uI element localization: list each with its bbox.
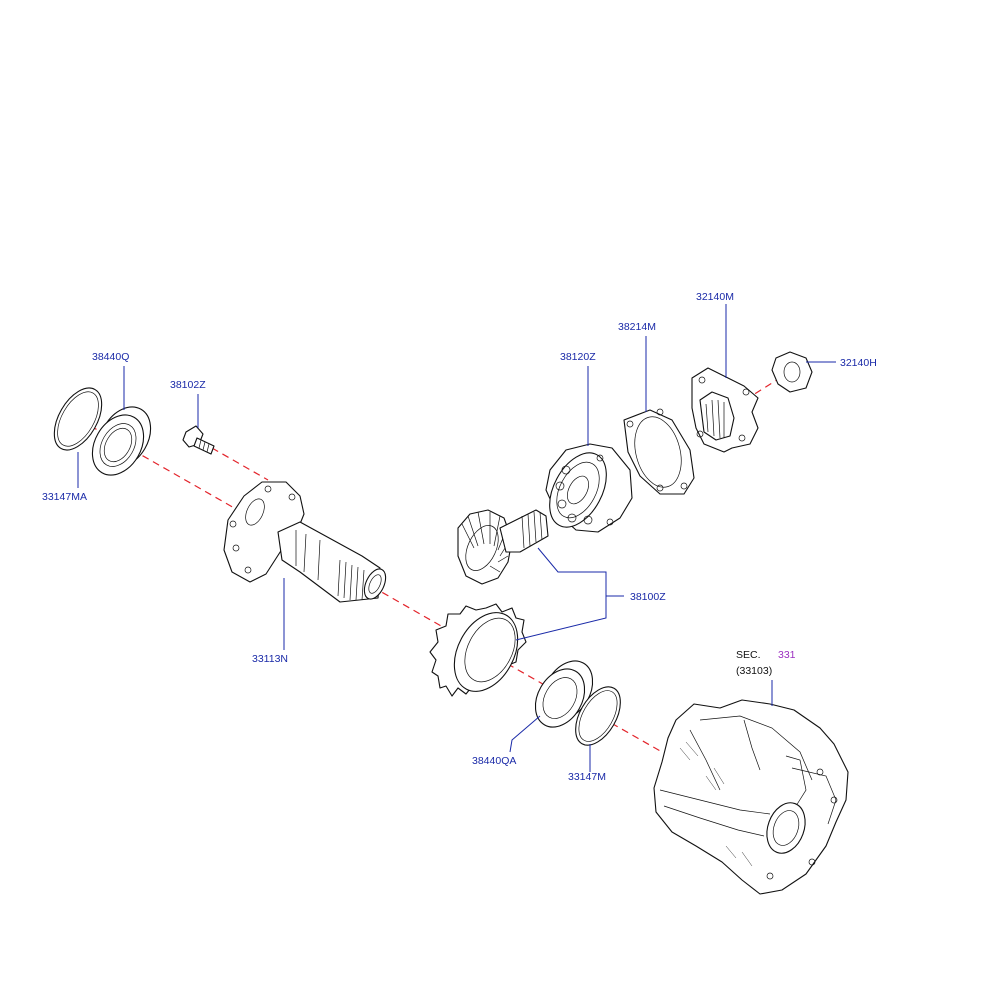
axis-bolt: [211, 447, 269, 481]
transfer-case-housing: [653, 699, 849, 895]
bearing-housing-38120Z[interactable]: [538, 443, 633, 536]
label-38214M: 38214M: [618, 321, 656, 333]
callout-labels: 38440Q 38102Z 33147MA 33113N 38120Z 3821…: [42, 291, 877, 783]
ring-gear-38100Z[interactable]: [429, 602, 530, 702]
oil-seal-38440Q[interactable]: [82, 398, 161, 484]
bolt-38102Z[interactable]: [182, 425, 215, 455]
nut-32140H[interactable]: [771, 351, 813, 393]
pinion-gear-38100Z[interactable]: [457, 509, 549, 585]
label-sec-ref: (33103): [736, 665, 772, 677]
label-33113N: 33113N: [252, 653, 288, 665]
leader-38100Z: [515, 547, 624, 641]
label-32140H: 32140H: [840, 357, 877, 369]
label-33147M: 33147M: [568, 771, 606, 783]
o-ring-33147M[interactable]: [566, 679, 629, 752]
gasket-38214M[interactable]: [623, 408, 695, 495]
label-38120Z: 38120Z: [560, 351, 596, 363]
flange-shaft-33113N[interactable]: [223, 481, 390, 603]
label-38100Z: 38100Z: [630, 591, 666, 603]
companion-flange-32140M[interactable]: [691, 367, 759, 453]
leader-lines: [77, 304, 836, 772]
label-38440Q: 38440Q: [92, 351, 129, 363]
label-33147MA: 33147MA: [42, 491, 87, 503]
label-sec-prefix: SEC.: [736, 649, 761, 661]
o-ring-33147MA[interactable]: [45, 380, 112, 458]
label-38440QA: 38440QA: [472, 755, 516, 767]
label-38102Z: 38102Z: [170, 379, 206, 391]
label-sec-number[interactable]: 331: [778, 649, 796, 661]
oil-seal-38440QA[interactable]: [525, 652, 602, 736]
leader-38440QA: [509, 715, 541, 753]
label-32140M: 32140M: [696, 291, 734, 303]
